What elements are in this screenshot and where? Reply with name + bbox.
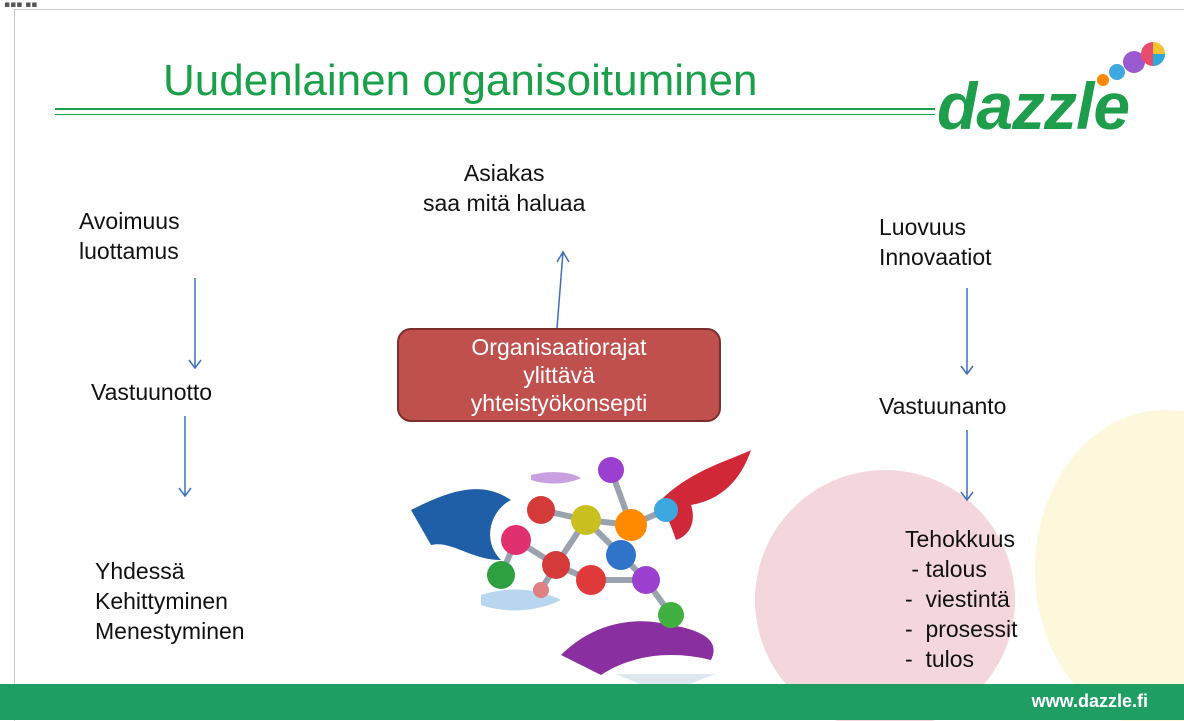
title-rule-bottom	[55, 114, 935, 115]
footer-url: www.dazzle.fi	[1031, 691, 1148, 711]
bg-circle-yellow	[1035, 410, 1184, 721]
right-arrow-1	[960, 288, 974, 376]
left-arrow-2	[178, 416, 192, 498]
right-item-vastuunanto: Vastuunanto	[879, 393, 1007, 419]
footer-bar: www.dazzle.fi	[0, 684, 1184, 720]
right-item-tehokkuus: Tehokkuus - talous - viestintä - prosess…	[905, 526, 1018, 672]
bg-circle-pink	[755, 470, 1015, 721]
center-arrow-up	[556, 250, 570, 329]
slide-title: Uudenlainen organisoituminen	[163, 56, 758, 105]
top-strip: ▪▪▪ ▪▪	[0, 0, 1184, 10]
title-rule-top	[55, 108, 935, 110]
concept-line-1: Organisaatiorajat	[471, 334, 647, 360]
concept-line-2: ylittävä	[523, 362, 595, 388]
left-item-avoimuus: Avoimuus luottamus	[79, 208, 180, 264]
right-arrow-2	[960, 430, 974, 502]
concept-line-3: yhteistyökonsepti	[470, 390, 648, 416]
center-asiakas: Asiakas saa mitä haluaa	[423, 160, 586, 216]
slide: Uudenlainen organisoituminen dazzle Avoi…	[14, 9, 1184, 721]
logo-text: dazzle	[937, 69, 1130, 143]
left-item-vastuunotto: Vastuunotto	[91, 379, 213, 405]
left-item-yhdessa: Yhdessä Kehittyminen Menestyminen	[95, 558, 245, 644]
concept-box: Organisaatiorajat ylittävä yhteistyökons…	[397, 328, 721, 422]
corner-mark: ▪▪▪ ▪▪	[4, 0, 38, 10]
left-arrow-1	[188, 278, 202, 370]
logo-dots-icon	[1097, 42, 1165, 86]
molecule-illustration	[411, 450, 751, 675]
right-item-luovuus: Luovuus Innovaatiot	[879, 214, 992, 270]
